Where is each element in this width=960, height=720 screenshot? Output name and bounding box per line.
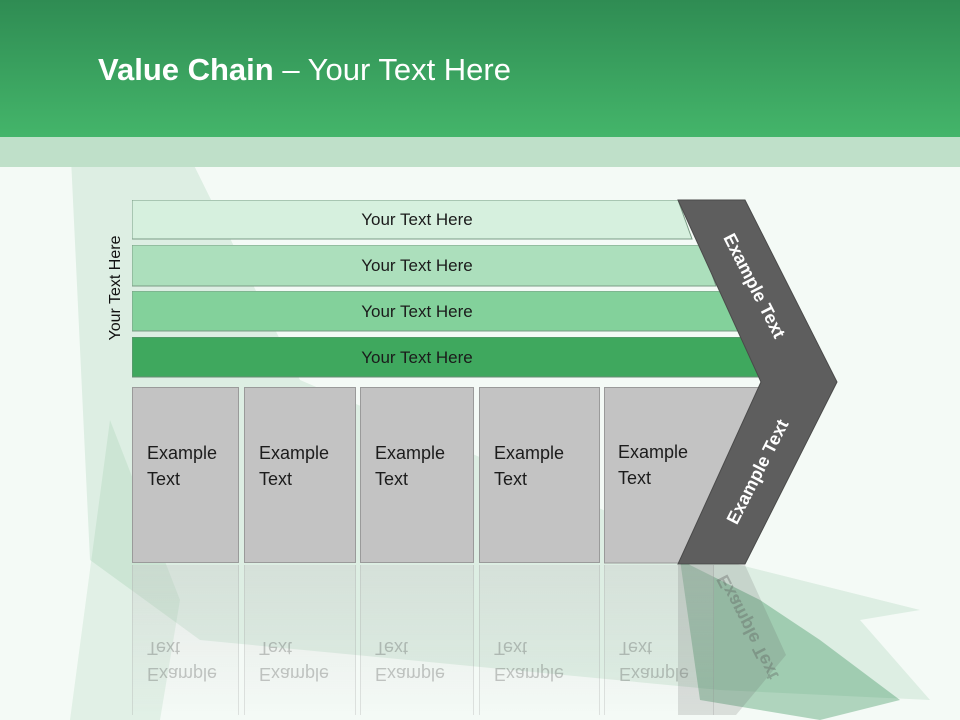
reflection-chevron xyxy=(678,565,786,715)
page-title: Value Chain – Your Text Here xyxy=(98,52,511,88)
activity-box-5-label: Example Text xyxy=(604,387,724,563)
box-text: Example Text xyxy=(147,443,218,489)
box-text: Example Text xyxy=(375,443,446,489)
box-text: Example Text xyxy=(259,443,330,489)
reflection-box: Example Text xyxy=(132,565,239,715)
header-band xyxy=(0,137,960,167)
title-bold: Value Chain xyxy=(98,52,274,87)
activity-box-4: Example Text xyxy=(479,387,600,563)
reflection-text: Example Text xyxy=(494,638,565,684)
reflection-box: Example Text xyxy=(604,565,714,715)
title-rest: – Your Text Here xyxy=(273,52,511,87)
reflection-text: Example Text xyxy=(147,638,218,684)
header-bar xyxy=(0,0,960,137)
activity-box-3: Example Text xyxy=(360,387,474,563)
activity-box-1: Example Text xyxy=(132,387,239,563)
activity-box-2: Example Text xyxy=(244,387,356,563)
reflection-text: Example Text xyxy=(375,638,446,684)
margin-chevron xyxy=(677,199,838,565)
side-label: Your Text Here xyxy=(107,235,124,341)
reflection-box: Example Text xyxy=(479,565,600,715)
box-text: Example Text xyxy=(618,442,689,488)
reflection: Example Text Example Text Example Text E… xyxy=(0,565,960,720)
reflection-text: Example Text xyxy=(259,638,330,684)
stripe-label: Your Text Here xyxy=(361,302,473,321)
stripe-label: Your Text Here xyxy=(361,348,473,367)
box-text: Example Text xyxy=(494,443,565,489)
reflection-box: Example Text xyxy=(244,565,356,715)
stripe-label: Your Text Here xyxy=(361,256,473,275)
reflection-box: Example Text xyxy=(360,565,474,715)
stripe-label: Your Text Here xyxy=(361,210,473,229)
